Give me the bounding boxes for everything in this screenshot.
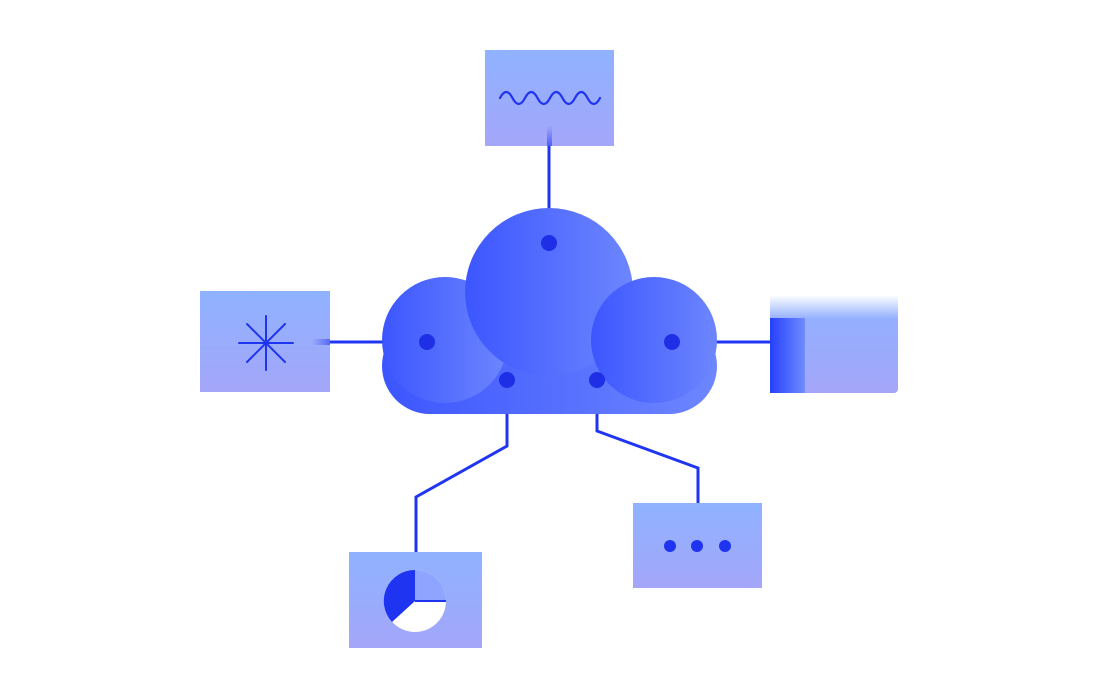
node-bottom-left — [349, 552, 482, 648]
node-left — [200, 291, 330, 392]
cloud-icon — [382, 208, 717, 414]
dot-right — [664, 334, 680, 350]
asterisk-icon — [238, 315, 294, 371]
dot-left — [419, 334, 435, 350]
ellipsis-icon — [664, 540, 731, 552]
wave-icon — [498, 90, 602, 106]
panel-icon — [770, 318, 805, 393]
node-bottom-right — [633, 503, 762, 588]
dot-top — [541, 235, 557, 251]
dot-bottom-right — [589, 372, 605, 388]
dot-bottom-left — [499, 372, 515, 388]
pie-chart-icon — [383, 569, 446, 632]
node-top — [485, 50, 614, 146]
connector-dots — [419, 235, 680, 388]
node-right — [770, 295, 898, 393]
